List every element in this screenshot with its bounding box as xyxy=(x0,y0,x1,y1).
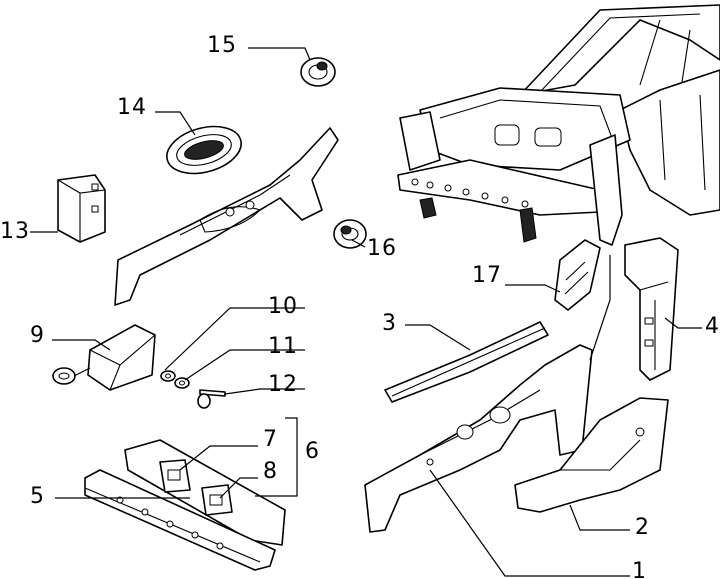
callout-13: 13 xyxy=(0,219,30,244)
part-15-grommet xyxy=(300,57,336,87)
callout-12: 12 xyxy=(268,372,298,397)
callout-3: 3 xyxy=(382,311,397,336)
part-13-box-bracket xyxy=(57,174,106,243)
part-1-front-side-member xyxy=(364,344,593,533)
callout-9: 9 xyxy=(30,323,45,348)
callout-1: 1 xyxy=(632,559,647,579)
callout-2: 2 xyxy=(635,515,650,540)
part-10-washer xyxy=(160,370,176,382)
callout-7: 7 xyxy=(263,427,278,452)
callout-14: 14 xyxy=(117,95,147,120)
part-9-tow-hook-bracket xyxy=(52,324,156,391)
callout-17: 17 xyxy=(472,263,502,288)
part-8-bracket xyxy=(201,484,233,516)
part-2-wheel-arch-panel xyxy=(514,397,669,513)
callout-15: 15 xyxy=(207,33,237,58)
part-12-bolt xyxy=(197,389,226,409)
part-11-washer xyxy=(174,377,190,389)
part-4-pillar-bracket xyxy=(624,237,679,381)
part-14-oval-seal xyxy=(166,125,242,175)
callout-10: 10 xyxy=(268,294,298,319)
callout-4: 4 xyxy=(705,314,720,339)
upper-side-member xyxy=(114,127,339,306)
car-body-assembly xyxy=(397,4,720,246)
part-16-grommet xyxy=(333,219,367,249)
callout-labels: 15 14 13 16 17 10 9 3 4 11 12 7 6 8 5 2 … xyxy=(0,33,720,579)
part-7-bracket xyxy=(159,459,191,493)
part-5-lower-crossmember xyxy=(84,469,276,571)
callout-16: 16 xyxy=(367,236,397,261)
part-3-upper-rail xyxy=(384,321,549,403)
part-17-seal xyxy=(554,239,601,311)
callout-8: 8 xyxy=(263,459,278,484)
callout-6: 6 xyxy=(305,439,320,464)
leader-lines xyxy=(30,47,702,577)
callout-5: 5 xyxy=(30,484,45,509)
callout-11: 11 xyxy=(268,334,298,359)
